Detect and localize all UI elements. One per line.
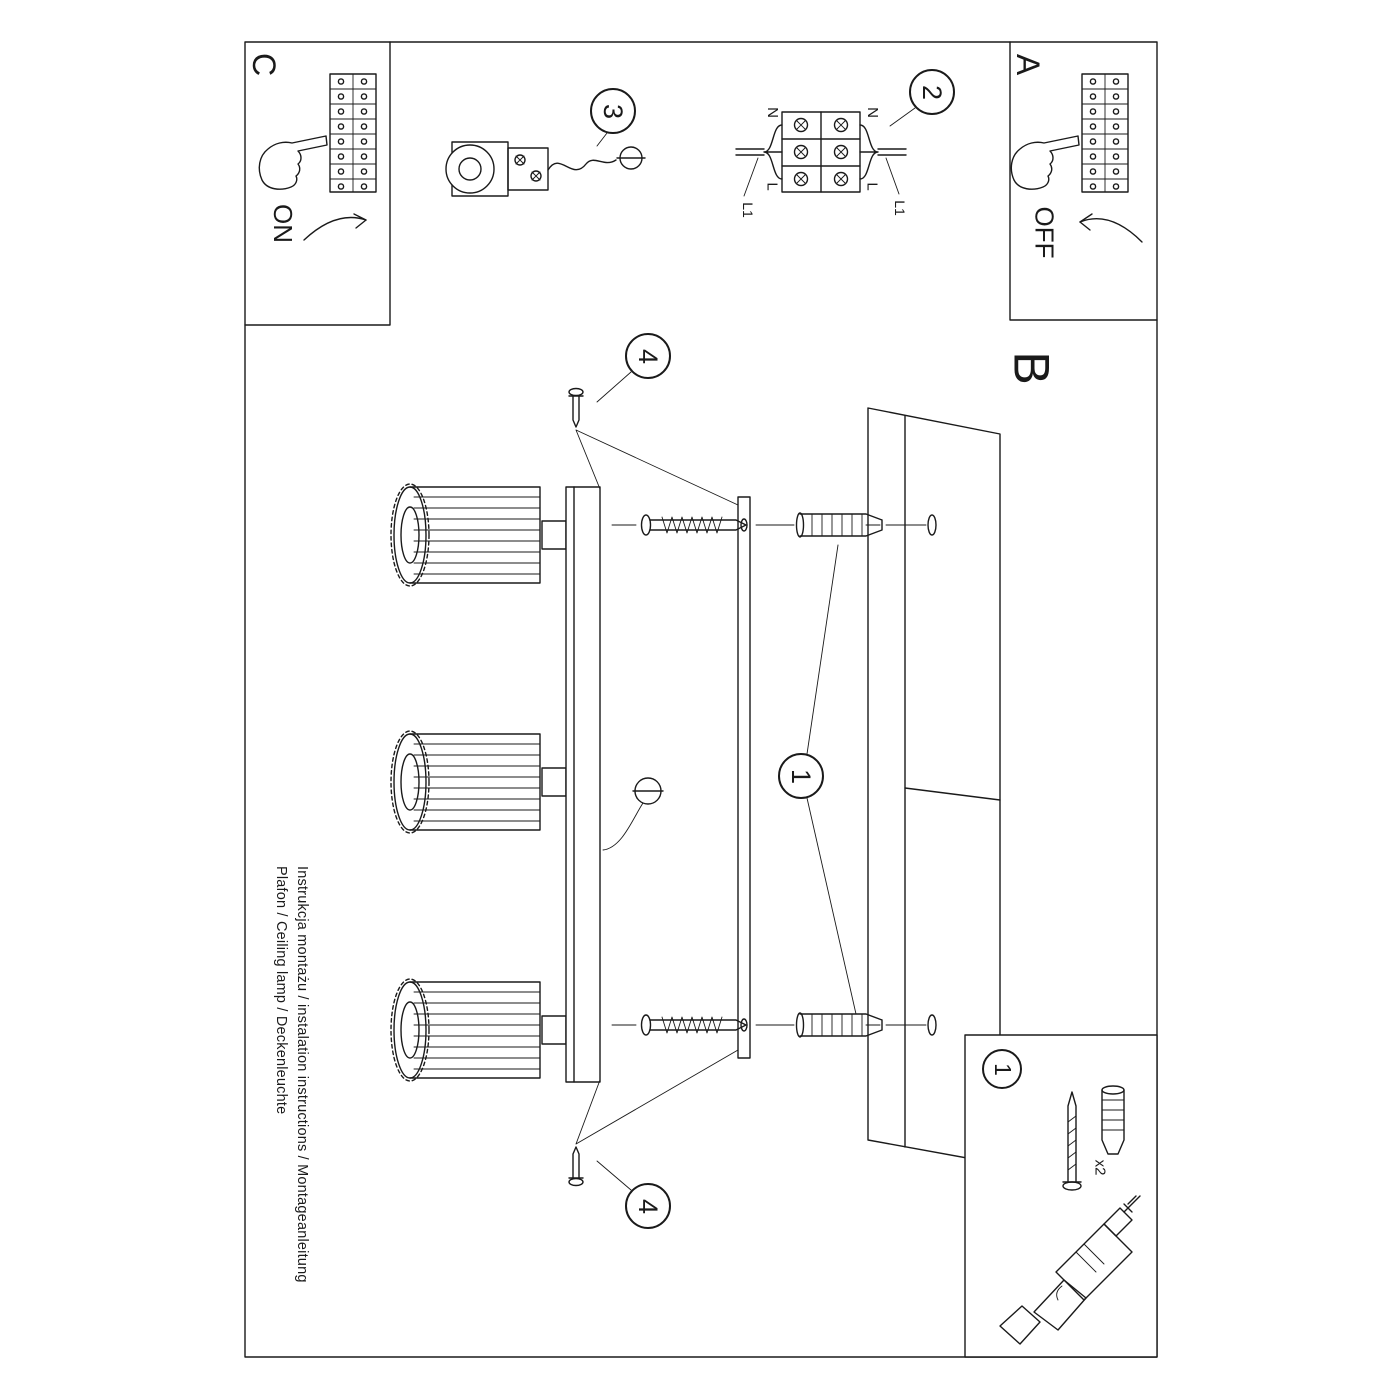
ceiling-hole xyxy=(927,514,937,536)
off-arrow-icon xyxy=(1079,213,1143,243)
terminal-label-n-left: N xyxy=(763,106,781,118)
callout-1-badge: 1 xyxy=(778,753,824,799)
on-arrow-icon xyxy=(303,213,367,241)
power-off-illustration xyxy=(1010,73,1143,243)
callout-leader-2 xyxy=(889,107,916,127)
switch-off-label: OFF xyxy=(1029,206,1060,258)
fixing-screw-bottom-illustration xyxy=(568,1146,584,1187)
lamp-shade-illustration xyxy=(390,978,567,1082)
lamp-shade-illustration xyxy=(390,730,567,834)
screwdriver-slot-icon xyxy=(616,146,646,170)
lamp-assembly-illustration xyxy=(390,371,937,1191)
alignment-lines-top xyxy=(575,429,739,506)
callout-leader-1 xyxy=(806,544,857,1015)
step-c-label: C xyxy=(246,52,283,76)
callout-3-badge: 3 xyxy=(590,88,636,134)
parts-screw-illustration xyxy=(1062,1091,1082,1191)
wall-plug-illustration xyxy=(795,512,883,538)
ceiling-hole xyxy=(927,1014,937,1036)
wall-plug-illustration xyxy=(795,1012,883,1038)
terminal-label-l-left: L xyxy=(763,181,781,191)
callout-4-top-badge: 4 xyxy=(625,333,671,379)
parts-box xyxy=(964,1034,1158,1358)
drill-illustration xyxy=(999,1195,1141,1345)
screwdriver-slot-icon xyxy=(632,777,664,805)
terminal-label-n-right: N xyxy=(863,106,881,118)
lamp-holder-illustration xyxy=(445,141,617,197)
lamp-base-plate-illustration xyxy=(565,486,601,1083)
mounting-screw-illustration xyxy=(640,1014,747,1036)
step-b-label: B xyxy=(1003,351,1060,385)
fixing-screw-top-illustration xyxy=(568,387,584,428)
callout-leader-4-bottom xyxy=(596,1160,632,1191)
panel-a-border xyxy=(1009,41,1158,321)
parts-wall-plug-illustration xyxy=(1101,1085,1125,1155)
callout-2-badge: 2 xyxy=(909,69,955,115)
quantity-label: x2 xyxy=(1091,1159,1109,1175)
terminal-label-l1-left: L1 xyxy=(739,202,756,218)
parts-step-1-badge: 1 xyxy=(982,1049,1022,1089)
mounting-bracket-illustration xyxy=(737,496,751,1059)
screwdriver-leader xyxy=(602,802,644,851)
switch-on-label: ON xyxy=(267,203,298,243)
terminal-label-l-right: L xyxy=(863,181,881,191)
title-line-2: Plafon / Ceiling lamp / Deckenleuchte xyxy=(273,866,289,1115)
wiring-terminal-illustration xyxy=(735,111,907,197)
alignment-lines-bottom xyxy=(575,1049,739,1145)
callout-leader-3 xyxy=(596,132,608,147)
callout-4-bottom-badge: 4 xyxy=(625,1183,671,1229)
title-block: Instrukcja montażu / instalation instruc… xyxy=(270,866,312,1283)
step-a-label: A xyxy=(1010,53,1047,75)
lamp-shade-illustration xyxy=(390,483,567,587)
power-on-illustration xyxy=(258,73,377,241)
title-line-1: Instrukcja montażu / instalation instruc… xyxy=(294,866,310,1283)
terminal-label-l1-right: L1 xyxy=(891,200,908,216)
callout-leader-4-top xyxy=(596,371,632,403)
panel-c-border xyxy=(244,41,391,326)
mounting-screw-illustration xyxy=(640,514,747,536)
